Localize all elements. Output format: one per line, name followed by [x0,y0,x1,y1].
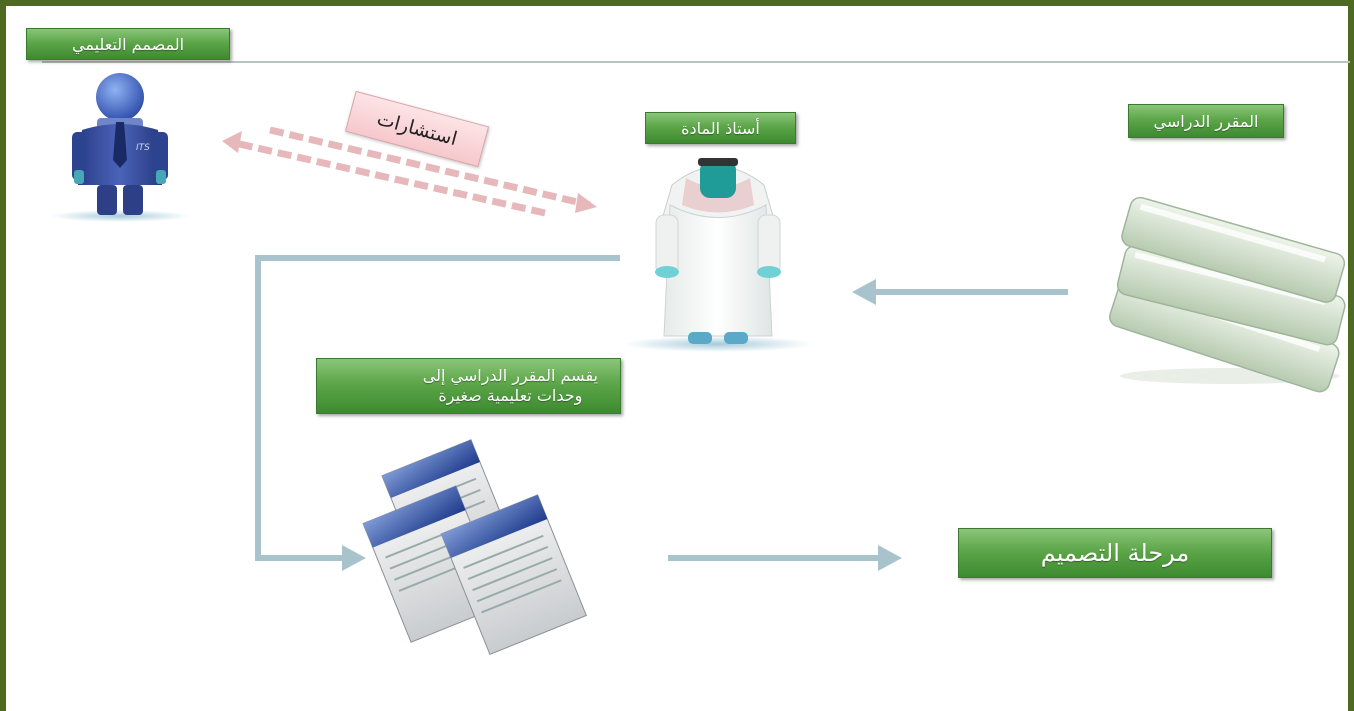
design-phase-label: مرحلة التصميم [958,528,1272,578]
divides-course-line2: وحدات تعليمية صغيرة [438,386,583,405]
consultation-arrows [222,126,597,217]
documents-icon [362,439,587,656]
svg-text:ITS: ITS [136,143,150,153]
design-phase-text: مرحلة التصميم [1040,539,1190,567]
instructional-designer-text: المصمم التعليمي [72,34,185,54]
books-stack-icon [1109,196,1346,393]
arab-teacher-icon [623,158,813,352]
teacher-to-documents-connector [255,255,620,571]
course-label: المقرر الدراسي [1128,104,1284,138]
instructional-designer-label: المصمم التعليمي [26,28,230,60]
course-text: المقرر الدراسي [1153,111,1259,131]
header-divider [42,61,1350,63]
divides-course-label: يقسم المقرر الدراسي إلى وحدات تعليمية صغ… [316,358,621,414]
books-to-teacher-arrow [852,279,1068,305]
businessman-icon: ITS [50,73,190,222]
subject-teacher-label: أستاذ المادة [645,112,796,144]
subject-teacher-text: أستاذ المادة [681,118,760,138]
documents-to-design-arrow [668,545,902,571]
divides-course-line1: يقسم المقرر الدراسي إلى [422,366,598,385]
